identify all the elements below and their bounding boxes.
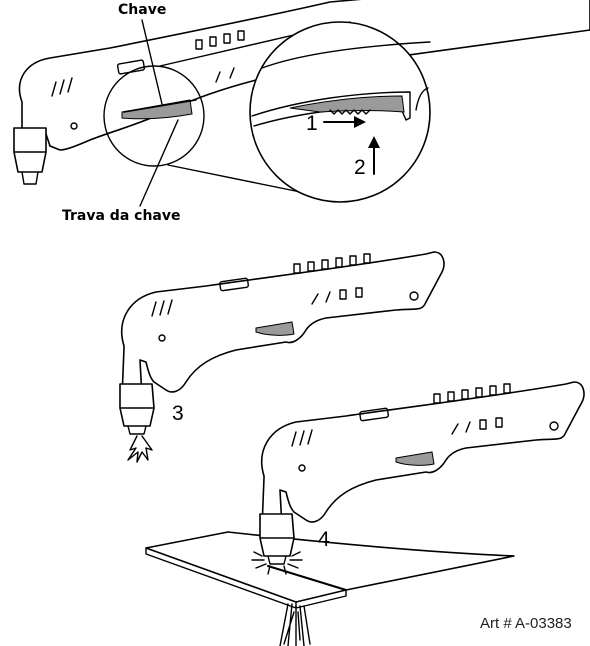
step-4-label: 4 <box>318 528 330 551</box>
step-1-label: 1 <box>306 112 318 135</box>
spark-icon <box>127 435 153 463</box>
art-number: Art # A-03383 <box>480 615 572 632</box>
arrow-right-icon <box>323 116 366 128</box>
plate <box>145 531 515 609</box>
spray-icon <box>279 603 311 646</box>
trava-label: Trava da chave <box>62 208 181 224</box>
torch-step-3 <box>119 251 445 463</box>
top-torch <box>13 0 590 185</box>
arrow-up-icon <box>368 136 380 175</box>
torch-step-4 <box>259 381 585 565</box>
chave-leader <box>141 19 163 105</box>
detail-small-circle <box>103 65 205 167</box>
chave-label: Chave <box>118 2 166 18</box>
detail-magnified-trigger <box>251 41 431 127</box>
step-3-label: 3 <box>172 402 184 425</box>
step-2-label: 2 <box>354 156 366 179</box>
trava-leader <box>139 119 179 207</box>
spark-icon <box>251 551 303 575</box>
